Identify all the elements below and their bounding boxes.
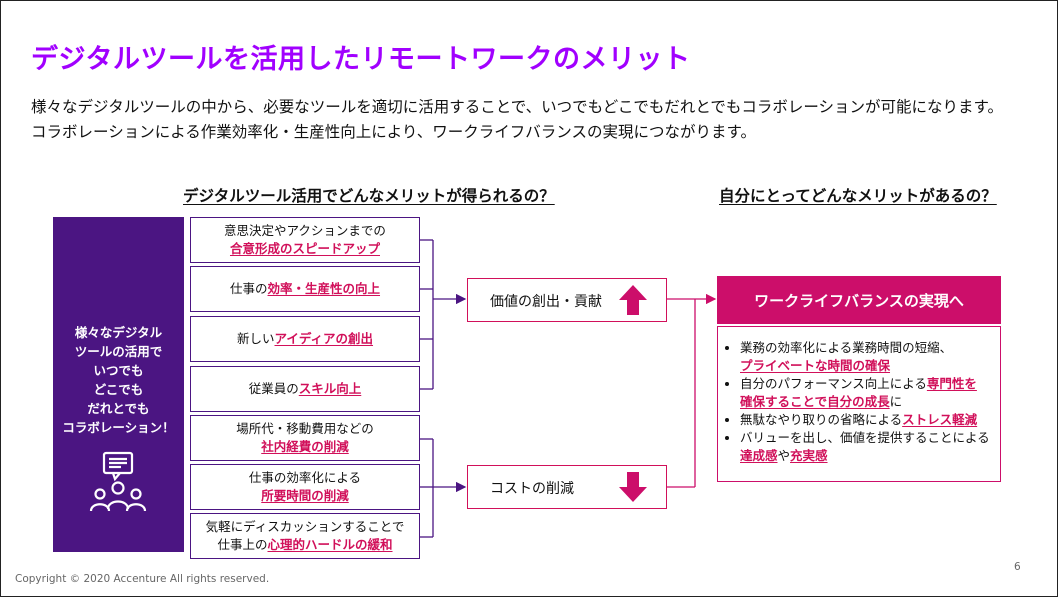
merit-box-skills: 従業員のスキル向上 <box>190 366 420 412</box>
merit-prefix: 仕事の <box>229 281 268 296</box>
benefit-item-stress: 無駄なやり取りの省略によるストレス軽減 <box>740 411 994 429</box>
left-section-heading: デジタルツール活用でどんなメリットが得られるの？ <box>183 187 555 205</box>
merit-prefix: 新しい <box>236 331 275 346</box>
right-section-heading: 自分にとってどんなメリットがあるの？ <box>719 187 997 205</box>
merit-box-psychological: 気軽にディスカッションすることで 仕事上の心理的ハードルの緩和 <box>190 513 420 559</box>
panel-line-1: 様々なデジタル <box>74 325 163 340</box>
benefit-highlight: 専門性を <box>926 376 977 391</box>
panel-line-5: だれとでも <box>87 401 150 416</box>
benefit-highlight-2: 確保することで自分の成長 <box>740 394 890 409</box>
merit-highlight: 所要時間の削減 <box>261 488 349 503</box>
cost-reduction-box: コストの削減 <box>467 465 667 509</box>
merit-text: 気軽にディスカッションすることで <box>205 519 405 534</box>
merit-box-expenses: 場所代・移動費用などの 社内経費の削減 <box>190 415 420 461</box>
merit-box-time: 仕事の効率化による 所要時間の削減 <box>190 464 420 510</box>
benefit-highlight: 達成感 <box>740 448 778 463</box>
merit-highlight: 効率・生産性の向上 <box>267 281 381 296</box>
arrow-up-icon <box>619 285 647 315</box>
merit-text-2: 仕事上の心理的ハードルの緩和 <box>217 536 392 554</box>
benefit-highlight: プライベートな時間の確保 <box>740 358 891 373</box>
merit-text: 新しいアイディアの創出 <box>237 330 373 348</box>
merit-highlight: スキル向上 <box>298 381 362 396</box>
benefit-list: 業務の効率化による業務時間の短縮、 プライベートな時間の確保 自分のパフォーマン… <box>718 327 1000 465</box>
benefit-text: バリューを出し、価値を提供することによる <box>740 430 990 445</box>
benefit-text: 業務の効率化による業務時間の短縮、 <box>740 340 953 355</box>
cost-reduction-label: コストの削減 <box>490 481 574 497</box>
benefit-item-growth: 自分のパフォーマンス向上による専門性を 確保することで自分の成長に <box>740 375 994 411</box>
benefit-suffix: に <box>889 394 903 409</box>
panel-line-2: ツールの活用で <box>74 344 163 359</box>
merit-text: 従業員のスキル向上 <box>249 380 362 398</box>
benefit-text: 無駄なやり取りの省略による <box>740 412 903 427</box>
merit-box-productivity: 仕事の効率・生産性の向上 <box>190 266 420 312</box>
merit-prefix: 従業員の <box>248 381 299 396</box>
intro-text: 様々なデジタルツールの中から、必要なツールを適切に活用することで、いつでもどこで… <box>31 95 1003 145</box>
collaboration-panel: 様々なデジタル ツールの活用で いつでも どこでも だれとでも コラボレーション… <box>53 217 184 552</box>
benefit-item-private-time: 業務の効率化による業務時間の短縮、 プライベートな時間の確保 <box>740 339 994 375</box>
merit-highlight: 社内経費の削減 <box>261 439 349 454</box>
benefit-highlight: ストレス軽減 <box>902 412 978 427</box>
arrow-down-icon <box>619 472 647 502</box>
copyright-text: Copyright © 2020 Accenture All rights re… <box>15 573 270 585</box>
page-number: 6 <box>1014 561 1021 573</box>
value-creation-box: 価値の創出・貢献 <box>467 278 667 322</box>
merit-highlight: アイディアの創出 <box>274 331 374 346</box>
merit-text: 仕事の効率化による <box>248 470 362 485</box>
panel-line-4: どこでも <box>93 382 144 397</box>
merit-text: 場所代・移動費用などの <box>236 421 374 436</box>
merit-text: 仕事の効率・生産性の向上 <box>230 280 380 298</box>
merit-highlight: 合意形成のスピードアップ <box>229 241 380 256</box>
benefit-list-box: 業務の効率化による業務時間の短縮、 プライベートな時間の確保 自分のパフォーマン… <box>717 326 1001 482</box>
benefit-text: 自分のパフォーマンス向上による <box>740 376 927 391</box>
benefit-item-fulfillment: バリューを出し、価値を提供することによる 達成感や充実感 <box>740 429 994 465</box>
value-creation-label: 価値の創出・貢献 <box>490 294 602 310</box>
collaboration-text: 様々なデジタル ツールの活用で いつでも どこでも だれとでも コラボレーション… <box>53 323 184 437</box>
benefit-highlight-2: 充実感 <box>790 448 828 463</box>
work-life-balance-title: ワークライフバランスの実現へ <box>717 276 1001 324</box>
group-chat-icon <box>89 451 147 512</box>
merit-highlight: 心理的ハードルの緩和 <box>267 537 393 552</box>
intro-line-1: 様々なデジタルツールの中から、必要なツールを適切に活用することで、いつでもどこで… <box>31 98 1004 116</box>
intro-line-2: コラボレーションによる作業効率化・生産性向上により、ワークライフバランスの実現に… <box>31 123 756 141</box>
merit-text: 意思決定やアクションまでの <box>224 223 386 238</box>
panel-line-6: コラボレーション！ <box>62 420 175 435</box>
benefit-connector: や <box>777 448 791 463</box>
page-title: デジタルツールを活用したリモートワークのメリット <box>31 44 691 75</box>
panel-line-3: いつでも <box>93 363 144 378</box>
merit-prefix: 仕事上の <box>217 537 268 552</box>
merit-box-consensus: 意思決定やアクションまでの 合意形成のスピードアップ <box>190 217 420 263</box>
merit-box-ideas: 新しいアイディアの創出 <box>190 316 420 362</box>
